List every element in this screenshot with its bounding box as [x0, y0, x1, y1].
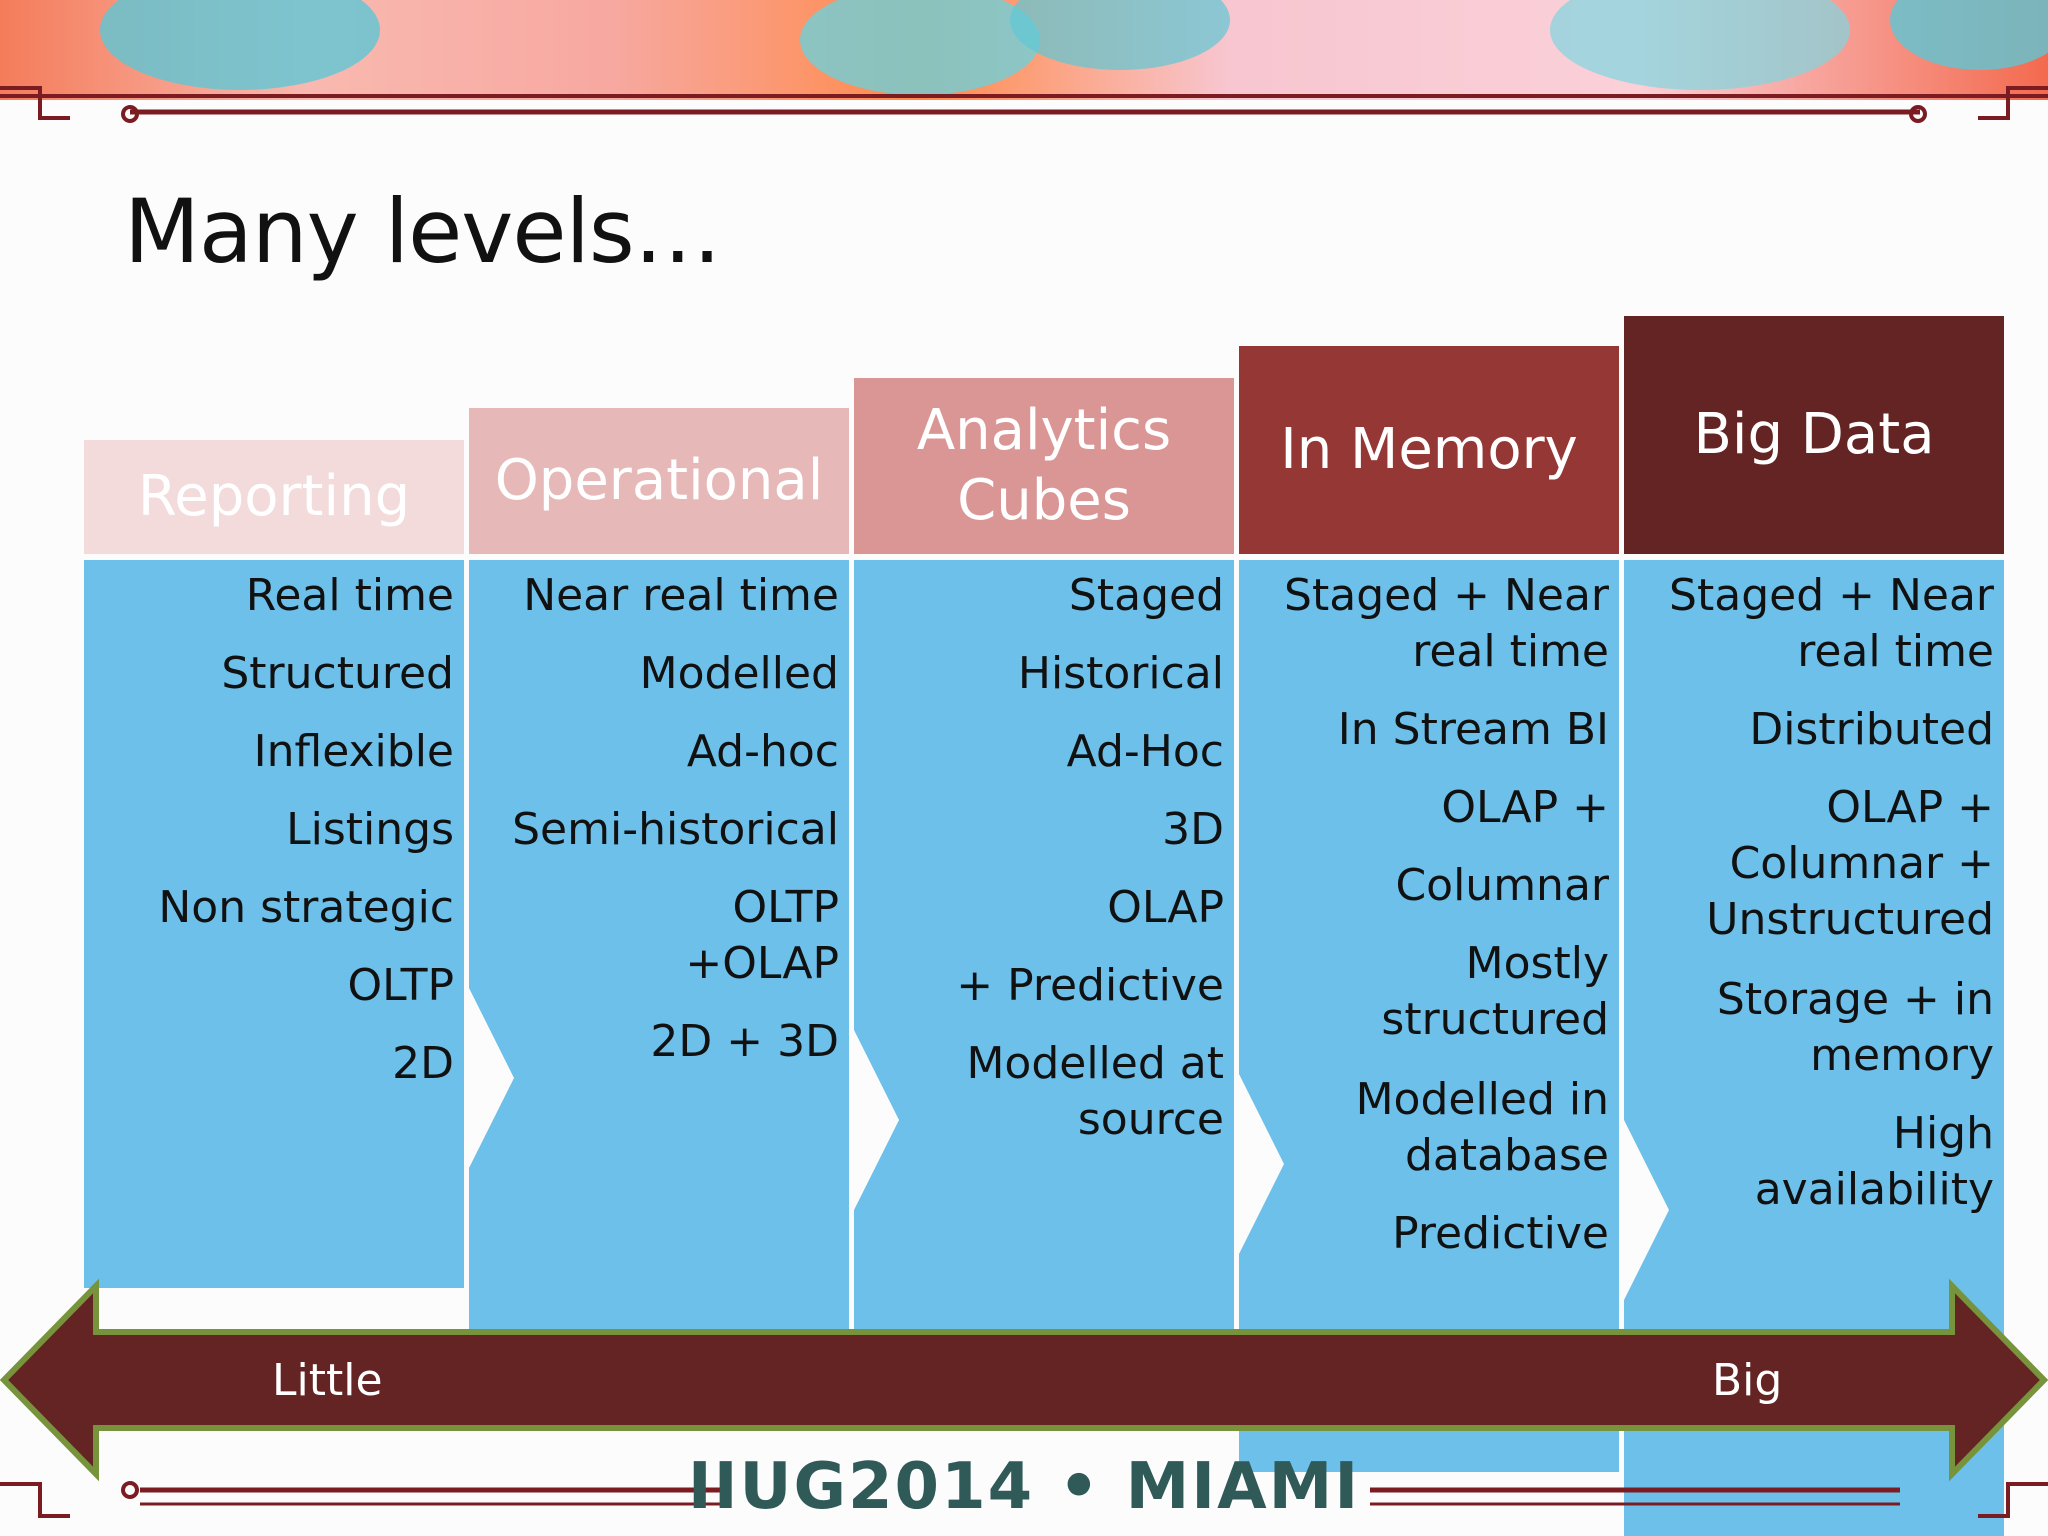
list-item: Ad-Hoc — [1066, 726, 1224, 777]
arrow-label-little: Little — [272, 1355, 383, 1406]
list-item: Distributed — [1749, 704, 1994, 755]
chevron-body-big-data — [1624, 560, 2004, 1536]
list-item: OLTP+OLAP — [685, 882, 839, 989]
column-header-reporting: Reporting — [84, 440, 464, 554]
column-header-operational: Operational — [469, 408, 849, 554]
list-item: Historical — [1017, 648, 1224, 699]
list-item: Ad-hoc — [686, 726, 839, 777]
list-item: Listings — [286, 804, 454, 855]
chevron-body-analytics — [854, 560, 1234, 1330]
list-item: Columnar — [1395, 860, 1609, 911]
list-item: OLTP — [347, 960, 455, 1011]
list-item: Near real time — [523, 570, 839, 621]
list-item: Modelled — [639, 648, 839, 699]
list-item: Real time — [245, 570, 454, 621]
chevron-body-reporting — [84, 560, 464, 1288]
footer-logo-text: IIUG2014 • MIAMI — [687, 1450, 1361, 1524]
list-item: + Predictive — [956, 960, 1224, 1011]
arrow-label-big: Big — [1712, 1355, 1783, 1406]
list-item: Predictive — [1392, 1208, 1609, 1259]
list-item: 2D — [392, 1038, 454, 1089]
list-item: In Stream BI — [1337, 704, 1609, 755]
column-header-big-data: Big Data — [1624, 316, 2004, 554]
list-item: 2D + 3D — [650, 1016, 839, 1067]
list-item: Structured — [221, 648, 454, 699]
column-header-analytics-cubes: Analytics Cubes — [854, 378, 1234, 554]
list-item: Semi-historical — [512, 804, 839, 855]
list-item: OLAP +Columnar +Unstructured — [1706, 782, 1994, 945]
list-item: Staged — [1068, 570, 1224, 621]
list-item: Inflexible — [253, 726, 454, 777]
list-item: OLAP + — [1441, 782, 1609, 833]
list-item: 3D — [1162, 804, 1224, 855]
decorative-banner — [0, 0, 2048, 130]
chevron-body-operational — [469, 560, 849, 1330]
double-arrow-shape — [0, 1278, 2048, 1482]
page-title: Many levels… — [124, 180, 722, 283]
column-header-in-memory: In Memory — [1239, 346, 1619, 554]
chevron-body-in-memory — [1239, 560, 1619, 1472]
decorative-footer — [0, 1481, 2048, 1518]
list-item: Non strategic — [158, 882, 454, 933]
list-item: OLAP — [1107, 882, 1224, 933]
